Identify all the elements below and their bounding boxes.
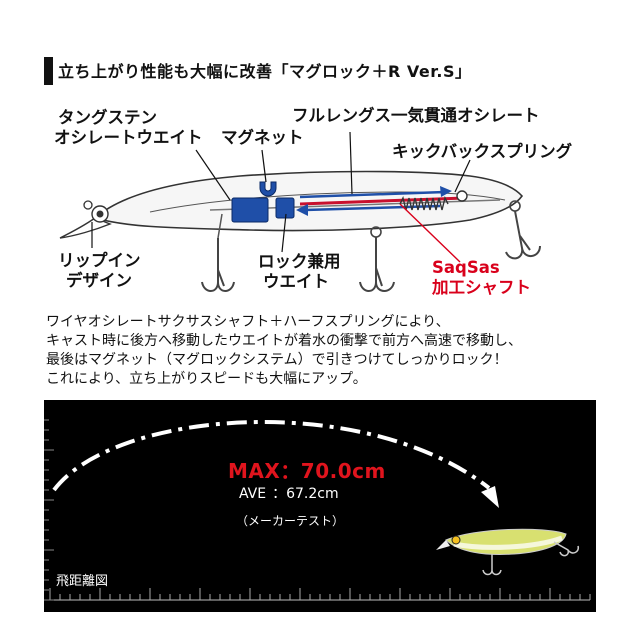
tungsten-weight (231, 197, 269, 223)
average-distance: AVE ：67.2cm (239, 483, 339, 503)
description-line: ワイヤオシレートサクサスシャフト＋ハーフスプリングにより、 (46, 314, 450, 330)
lure-cutaway-diagram (59, 131, 541, 292)
distance-caption: 飛距離図 (56, 574, 109, 589)
ruler-left-ticks (44, 419, 54, 601)
spring-end-cap (456, 190, 468, 202)
trajectory-arrowhead (481, 486, 499, 508)
label-tungsten-2: オシレートウエイト (54, 128, 203, 147)
leader-lock (281, 213, 287, 253)
travel-arrow-back-head (440, 186, 452, 197)
magnet (259, 181, 277, 197)
distance-panel (44, 400, 596, 612)
travel-arrow-back (299, 190, 446, 199)
label-saqsas-2: 加工シャフト (432, 278, 531, 297)
label-magnet: マグネット (221, 128, 304, 147)
leader-magnet (261, 149, 267, 183)
line-tie (83, 200, 93, 210)
cast-trajectory (52, 420, 491, 492)
maker-test-note: （メーカーテスト） (236, 514, 345, 528)
label-lip-2: デザイン (66, 271, 132, 290)
leader-tungsten (195, 149, 231, 201)
saqsas-shaft (299, 196, 466, 206)
label-kickback: キックバックスプリング (392, 142, 573, 161)
lure-body-outline (93, 170, 524, 232)
label-full-length: フルレングス一気貫通オシレート (292, 106, 540, 125)
lure-inner-line (149, 191, 506, 213)
cast-lure (436, 528, 580, 576)
mid-hook (359, 237, 395, 292)
title-accent-bar (44, 57, 53, 85)
ave-label: AVE (239, 486, 267, 502)
ave-value: ：67.2cm (272, 486, 339, 502)
leader-full-length (349, 131, 353, 195)
label-tungsten-1: タングステン (58, 108, 157, 127)
description-line: これにより、立ち上がりスピードも大幅にアップ。 (46, 371, 367, 387)
page-title: 立ち上がり性能も大幅に改善「マグロック＋R Ver.S」 (58, 62, 472, 81)
description-line: 最後はマグネット（マグロックシステム）で引きつけてしっかりロック！ (46, 352, 508, 368)
label-lock-1: ロック兼用 (258, 252, 341, 271)
description-line: キャスト時に後方へ移動したウエイトが着水の衝撃で前方へ高速で移動し、 (46, 333, 522, 349)
label-lip-1: リップイン (58, 251, 141, 270)
lure-lip (59, 217, 112, 239)
leader-saqsas (399, 203, 461, 263)
travel-arrow-front-head (296, 204, 308, 216)
lure-eye-inner (96, 210, 104, 218)
description-text: ワイヤオシレートサクサスシャフト＋ハーフスプリングにより、 キャスト時に後方へ移… (46, 313, 522, 389)
kickback-spring (399, 195, 449, 211)
max-distance: MAX：70.0cm (228, 459, 386, 483)
lock-weight (275, 197, 295, 219)
rear-hook (505, 210, 541, 260)
front-hook (201, 238, 235, 292)
front-hook-hanger (217, 213, 223, 239)
label-saqsas-1: SaqSas (432, 258, 500, 277)
leader-kickback (454, 159, 471, 193)
ruler-ticks (49, 588, 591, 600)
label-lock-2: ウエイト (263, 272, 329, 291)
distance-trajectory (44, 419, 591, 601)
